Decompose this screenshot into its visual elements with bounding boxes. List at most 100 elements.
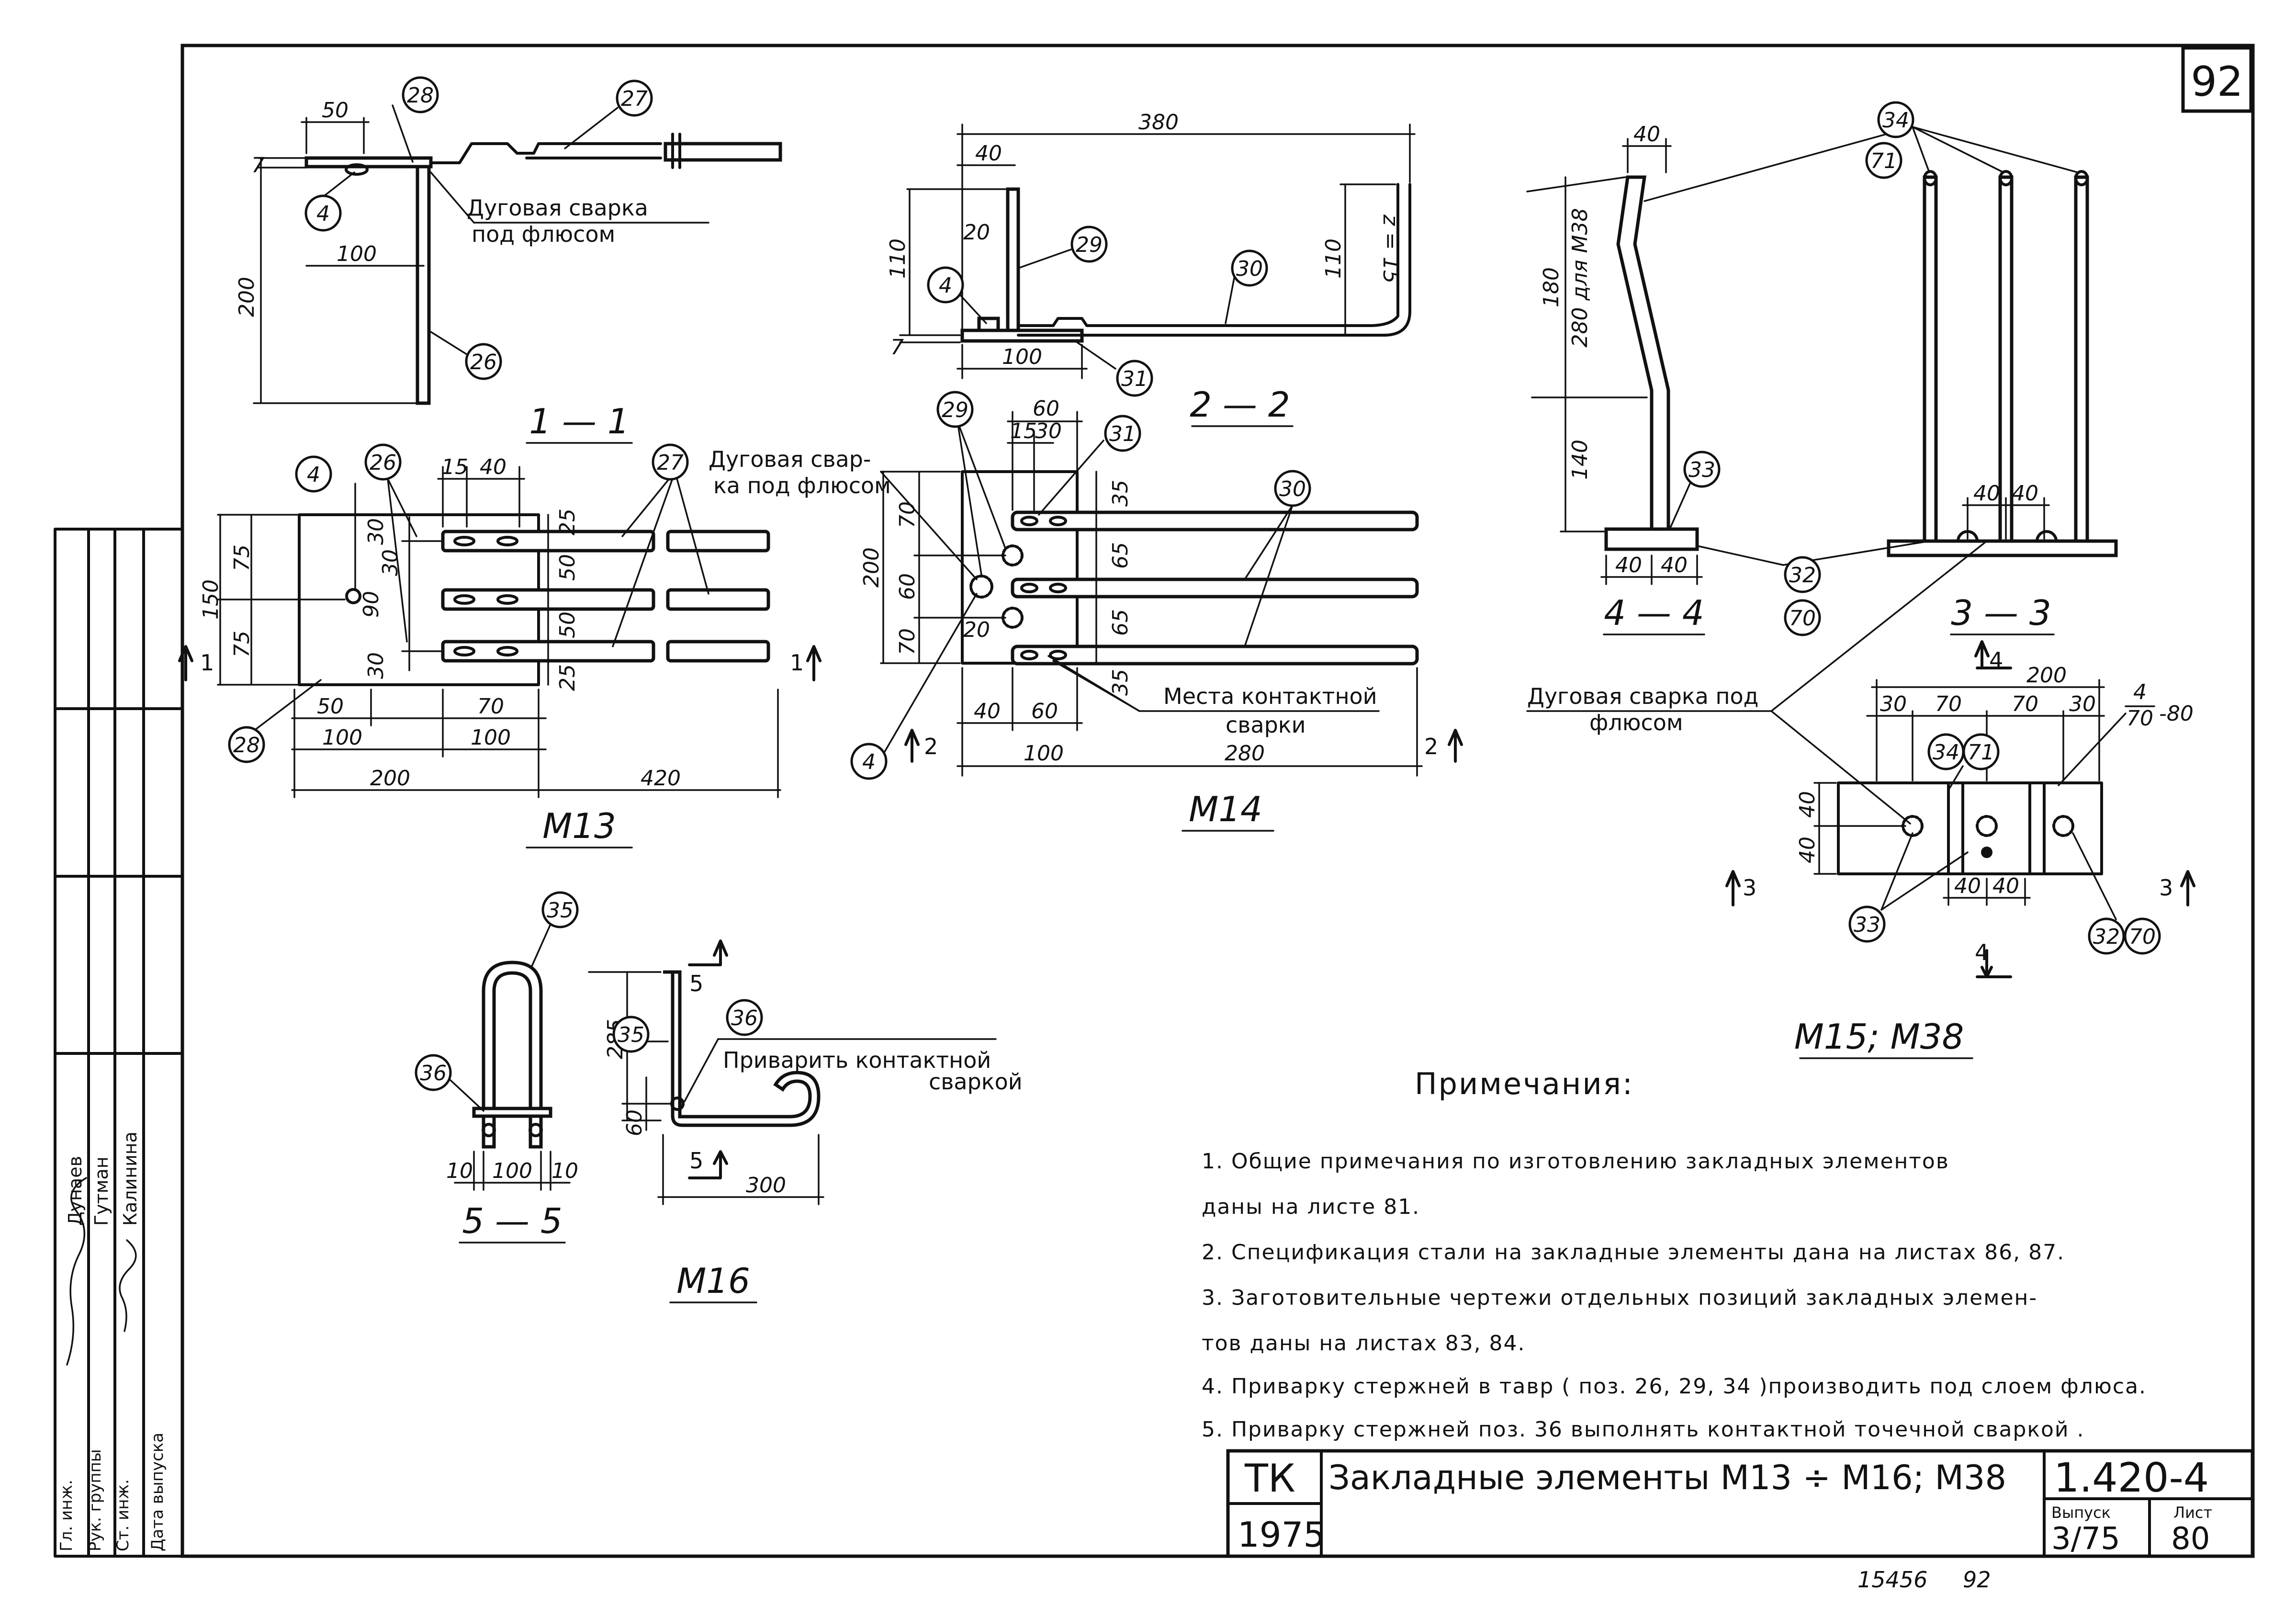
notes-title: Примечания: (1415, 1066, 1634, 1101)
dim-m14-40: 40 (974, 699, 1001, 724)
dim-m15-70b: 70 (2012, 692, 2038, 716)
svg-text:4: 4 (307, 463, 320, 487)
dim-m14-60c: 60 (1031, 699, 1058, 724)
cut-m16-bottom-arrow (688, 1150, 728, 1179)
title-block-sheet-value: 80 (2171, 1521, 2210, 1557)
svg-text:27: 27 (621, 87, 648, 111)
dim-m13-15: 15 (441, 455, 468, 479)
stamp-role-3: Ст. инж. (113, 1479, 133, 1551)
dim-m13-30c: 30 (364, 652, 388, 679)
cut-m16-top: 5 (689, 971, 703, 996)
dim-m13-75a: 75 (230, 544, 254, 571)
svg-text:29: 29 (942, 398, 968, 422)
dim-m14-20: 20 (963, 618, 990, 642)
stamp-name-1: Дунаев (65, 1156, 86, 1226)
dim-3-3-40b: 40 (2012, 481, 2038, 506)
svg-text:4: 4 (862, 750, 876, 774)
svg-text:32: 32 (1789, 563, 1816, 588)
dim-m13-420: 420 (641, 766, 681, 791)
bottom-number-right: 92 (1963, 1567, 1991, 1593)
title-block-org: ТК (1244, 1456, 1295, 1501)
bubble-m14-31: 31 (1104, 415, 1141, 452)
m15-fraction-den: 70 (2127, 706, 2153, 731)
corner-number-box (2181, 46, 2253, 113)
dim-m15-30b: 30 (2069, 692, 2096, 716)
cut-m14-right-arrow (1448, 729, 1463, 763)
dim-m14-65b: 65 (1108, 609, 1133, 636)
dim-m16-60: 60 (622, 1109, 647, 1136)
dim-2-2-110a: 110 (886, 238, 910, 279)
bubble-m16-35: 35 (612, 1016, 650, 1053)
dim-m13-75b: 75 (230, 631, 254, 657)
dim-m14-280: 280 (1225, 741, 1265, 766)
title-section-1-1: 1 — 1 (529, 401, 629, 441)
bubble-5-5-35: 35 (541, 891, 579, 928)
title-block-issue-label: Выпуск (2051, 1504, 2111, 1522)
bubble-1-1-27: 27 (616, 79, 653, 117)
cut-m14-right: 2 (1424, 734, 1438, 759)
bubble-3-3-34: 34 (1877, 101, 1914, 138)
bubble-m15-33: 33 (1848, 905, 1886, 943)
bubble-m13-4: 4 (295, 455, 332, 493)
dim-1-1-200: 200 (235, 277, 259, 317)
title-m15-m38: М15; М38 (1794, 1017, 1964, 1057)
stamp-signature-1 (66, 1177, 87, 1366)
svg-text:26: 26 (470, 350, 497, 374)
dim-5-5-10a: 10 (446, 1159, 473, 1183)
bubble-m14-30: 30 (1274, 470, 1311, 507)
dim-m13-100b: 100 (471, 725, 511, 750)
title-block-issue-value: 3/75 (2051, 1521, 2120, 1557)
dim-m13-50c: 50 (317, 694, 344, 719)
bubble-m13-27: 27 (652, 443, 689, 481)
svg-text:26: 26 (370, 451, 396, 475)
bubble-2-2-4: 4 (927, 266, 964, 304)
dim-m13-100a: 100 (322, 725, 362, 750)
dim-m13-25b: 25 (555, 664, 580, 691)
svg-text:35: 35 (618, 1023, 644, 1047)
dim-m14-60b: 60 (895, 573, 920, 600)
title-block-year: 1975 (1238, 1515, 1325, 1555)
corner-number: 92 (2191, 58, 2243, 106)
bubble-m15-70: 70 (2124, 917, 2161, 955)
bubble-3-3-71: 71 (1865, 142, 1902, 179)
side-stamp: Дунаев Гутман Калинина Гл. инж. Рук. гру… (54, 528, 184, 1558)
dim-m15-30a: 30 (1880, 692, 1907, 716)
contact-label-m14-line1: Места контактной (1163, 683, 1377, 709)
dim-m14-70a: 70 (895, 501, 920, 528)
title-section-4-4: 4 — 4 (1604, 593, 1704, 633)
note-line-1: 1. Общие примечания по изготовлению закл… (1202, 1149, 1949, 1174)
svg-text:33: 33 (1688, 458, 1715, 482)
cut-m15-bottom-arrow (1976, 949, 2012, 978)
svg-text:31: 31 (1109, 422, 1136, 446)
dim-m13-25a: 25 (555, 509, 580, 535)
dim-4-4-40: 40 (1633, 122, 1660, 147)
bubble-3-3-70: 70 (1784, 599, 1821, 636)
svg-text:28: 28 (233, 733, 260, 758)
stamp-name-2: Гутман (91, 1156, 112, 1226)
note-line-2: даны на листе 81. (1202, 1195, 1420, 1219)
svg-text:4: 4 (316, 202, 330, 226)
svg-text:28: 28 (407, 83, 434, 108)
dim-m15-70a: 70 (1935, 692, 1962, 716)
bubble-2-2-31: 31 (1116, 360, 1153, 397)
cut-m14-left: 2 (924, 734, 938, 759)
weld-label-m14-line1: Дуговая свар- (709, 446, 871, 472)
dim-m14-65a: 65 (1108, 542, 1133, 569)
title-section-2-2: 2 — 2 (1190, 385, 1290, 425)
bubble-3-3-32: 32 (1784, 556, 1821, 593)
bubble-1-1-26: 26 (465, 343, 502, 380)
section-2-2: 380 40 110 20 110 z = 15 7 100 4 29 30 3… (886, 110, 1416, 427)
dim-2-2-100: 100 (1002, 345, 1042, 369)
bubble-2-2-30: 30 (1231, 249, 1268, 287)
dim-m15-40d: 40 (1992, 874, 2019, 898)
note-line-5: тов даны на листах 83, 84. (1202, 1331, 1526, 1356)
dim-m13-50a: 50 (555, 554, 580, 581)
dim-2-2-20: 20 (963, 220, 990, 245)
dim-2-2-z15: z = 15 (1378, 214, 1403, 283)
section-1-1: 50 7 200 100 Дуговая сварка под флюсом 2… (235, 76, 782, 444)
svg-text:34: 34 (1933, 740, 1959, 765)
cut-m13-left: 1 (200, 650, 214, 676)
dim-m14-15: 15 (1010, 419, 1037, 443)
bubble-4-4-33: 33 (1683, 451, 1721, 488)
